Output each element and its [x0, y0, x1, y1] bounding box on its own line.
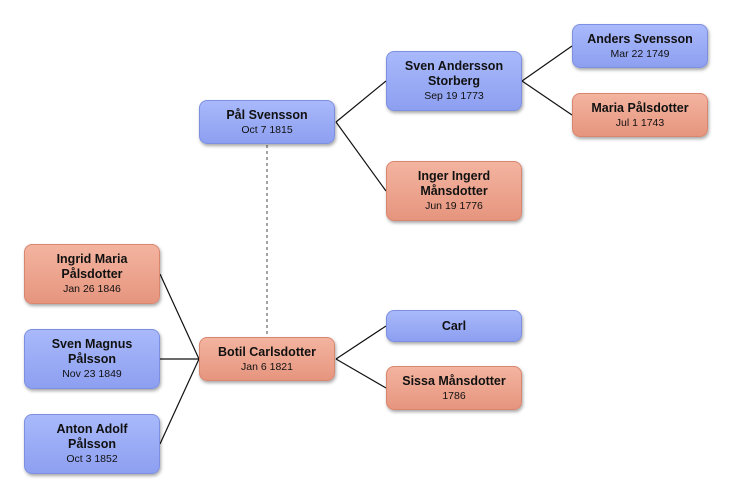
- person-name: Inger Ingerd Månsdotter: [417, 169, 491, 198]
- person-date: Nov 23 1849: [62, 368, 122, 380]
- person-sven-andersson-storberg[interactable]: Sven Andersson Storberg Sep 19 1773: [386, 51, 522, 111]
- person-name: Anton Adolf Pålsson: [56, 422, 128, 451]
- person-date: 1786: [442, 389, 466, 402]
- person-name: Maria Pålsdotter: [591, 100, 689, 115]
- link-botil-anton: [159, 358, 200, 445]
- person-anton-adolf-palsson[interactable]: Anton Adolf Pålsson Oct 3 1852: [24, 414, 160, 474]
- person-name: Carl: [441, 318, 467, 333]
- person-inger-ingerd-mansdotter[interactable]: Inger Ingerd Månsdotter Jun 19 1776: [386, 161, 522, 221]
- person-date: Jan 26 1846: [63, 283, 121, 295]
- person-date: Jul 1 1743: [615, 116, 665, 129]
- link-botil-ingrid: [159, 273, 200, 360]
- person-maria-palsdotter[interactable]: Maria Pålsdotter Jul 1 1743: [572, 93, 708, 137]
- person-name: Sissa Månsdotter: [402, 373, 506, 388]
- person-pal-svensson[interactable]: Pål Svensson Oct 7 1815: [199, 100, 335, 144]
- person-name: Anders Svensson: [587, 31, 693, 46]
- link-pal-sven-a: [335, 80, 387, 123]
- person-ingrid-maria-palsdotter[interactable]: Ingrid Maria Pålsdotter Jan 26 1846: [24, 244, 160, 304]
- person-date: Jan 6 1821: [241, 360, 293, 373]
- person-name: Pål Svensson: [226, 107, 308, 122]
- person-anders-svensson[interactable]: Anders Svensson Mar 22 1749: [572, 24, 708, 68]
- person-sven-magnus-palsson[interactable]: Sven Magnus Pålsson Nov 23 1849: [24, 329, 160, 389]
- person-date: Oct 7 1815: [241, 123, 293, 136]
- person-date: Sep 19 1773: [424, 90, 484, 102]
- link-botil-sissa: [335, 358, 387, 389]
- link-sven-a-maria: [521, 80, 573, 116]
- person-carl[interactable]: Carl: [386, 310, 522, 342]
- person-name: Sven Magnus Pålsson: [51, 337, 133, 366]
- person-name: Botil Carlsdotter: [218, 344, 316, 359]
- person-name: Ingrid Maria Pålsdotter: [56, 252, 128, 281]
- person-name: Sven Andersson Storberg: [404, 59, 504, 88]
- person-date: Mar 22 1749: [610, 47, 670, 60]
- person-date: Oct 3 1852: [66, 453, 118, 465]
- person-date: Jun 19 1776: [425, 200, 483, 212]
- link-botil-carl: [335, 325, 387, 360]
- person-botil-carlsdotter[interactable]: Botil Carlsdotter Jan 6 1821: [199, 337, 335, 381]
- link-sven-a-anders: [521, 45, 573, 82]
- person-sissa-mansdotter[interactable]: Sissa Månsdotter 1786: [386, 366, 522, 410]
- link-pal-inger: [335, 121, 387, 192]
